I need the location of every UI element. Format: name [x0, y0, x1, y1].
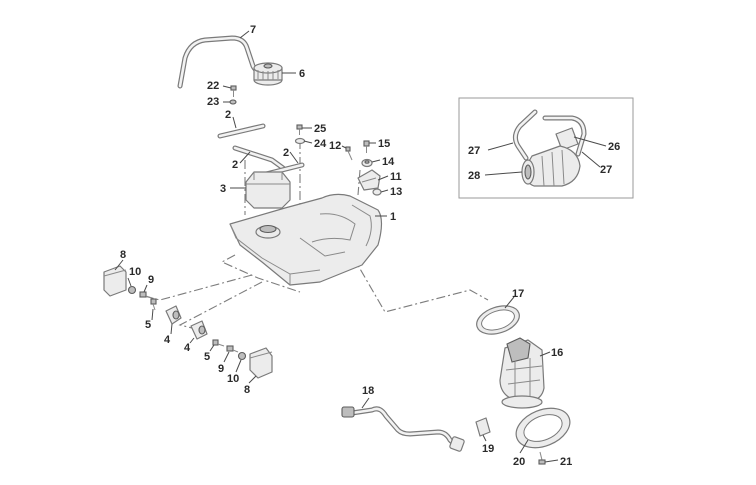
- washer-part-10-left: [127, 285, 137, 295]
- callout-21: 21: [560, 456, 572, 468]
- callout-4: 4: [184, 342, 191, 354]
- fuel-pump-part-16: [499, 337, 545, 409]
- callout-26: 26: [608, 141, 620, 153]
- grommet-part-14: [361, 158, 373, 168]
- vent-hose-part-7: [177, 35, 265, 89]
- callout-9: 9: [218, 363, 224, 375]
- callout-12: 12: [329, 140, 341, 152]
- callout-24: 24: [314, 138, 327, 150]
- hose-part-27-left: [512, 109, 538, 161]
- callout-8: 8: [120, 249, 126, 261]
- tube-part-2-upper: [217, 123, 266, 139]
- callout-25: 25: [314, 123, 326, 135]
- callout-5: 5: [204, 351, 210, 363]
- callout-2: 2: [283, 147, 289, 159]
- bolt-part-22: [230, 85, 237, 97]
- callout-13: 13: [390, 186, 402, 198]
- screw-part-5-left: [150, 298, 157, 311]
- fuel-tank-part-1: [229, 193, 383, 286]
- callout-18: 18: [362, 385, 374, 397]
- mount-bracket-part-8-left: [103, 265, 127, 297]
- filter-housing-part-28: [521, 145, 581, 187]
- filter-box-part-3: [245, 171, 291, 209]
- retaining-plate-part-20: [515, 407, 571, 449]
- bolt-part-9-left: [139, 291, 153, 299]
- hose-part-27-right: [542, 115, 587, 157]
- washer-part-10-right: [237, 351, 247, 361]
- nut-part-13: [372, 188, 382, 196]
- callout-1: 1: [390, 211, 396, 223]
- callout-19: 19: [482, 443, 494, 455]
- callout-6: 6: [299, 68, 305, 80]
- washer-part-23: [229, 99, 237, 105]
- callout-27: 27: [468, 145, 480, 157]
- mount-bracket-part-8-right: [249, 347, 273, 379]
- callout-23: 23: [207, 96, 219, 108]
- callout-11: 11: [390, 171, 402, 183]
- screw-part-12: [345, 146, 353, 161]
- washer-part-24: [294, 137, 306, 145]
- callout-15: 15: [378, 138, 390, 150]
- leader-lines: [114, 30, 607, 463]
- damper-part-4-left: [165, 305, 182, 325]
- callout-10: 10: [129, 266, 141, 278]
- callout-5: 5: [145, 319, 151, 331]
- callout-28: 28: [468, 170, 480, 182]
- callout-20: 20: [513, 456, 525, 468]
- callout-27: 27: [600, 164, 612, 176]
- callout-labels: 1 2 2 2 3 4 4 5 5 6 7 8 8 9 9 10 10 11 1…: [120, 24, 620, 468]
- callout-4: 4: [164, 334, 171, 346]
- callout-8: 8: [244, 384, 250, 396]
- callout-17: 17: [512, 288, 524, 300]
- bolt-part-9-right: [226, 345, 239, 353]
- callout-16: 16: [551, 347, 563, 359]
- callout-2: 2: [232, 159, 238, 171]
- tube-part-2-middle: [232, 145, 286, 171]
- filler-cap-part-6: [253, 62, 283, 86]
- callout-2: 2: [225, 109, 231, 121]
- callout-14: 14: [382, 156, 395, 168]
- seal-ring-part-17: [476, 305, 520, 335]
- screw-part-21: [538, 451, 546, 465]
- callout-3: 3: [220, 183, 226, 195]
- screw-part-25: [296, 124, 303, 135]
- callout-9: 9: [148, 274, 154, 286]
- screw-part-5-right: [212, 339, 225, 347]
- callout-10: 10: [227, 373, 239, 385]
- fuel-line-part-18: [341, 406, 465, 452]
- clip-part-19: [475, 417, 491, 437]
- bracket-part-11: [357, 169, 381, 191]
- clamp-part-26: [555, 127, 579, 151]
- callout-22: 22: [207, 80, 219, 92]
- screw-part-15: [363, 140, 370, 153]
- damper-part-4-right: [190, 320, 208, 340]
- callout-7: 7: [250, 24, 256, 36]
